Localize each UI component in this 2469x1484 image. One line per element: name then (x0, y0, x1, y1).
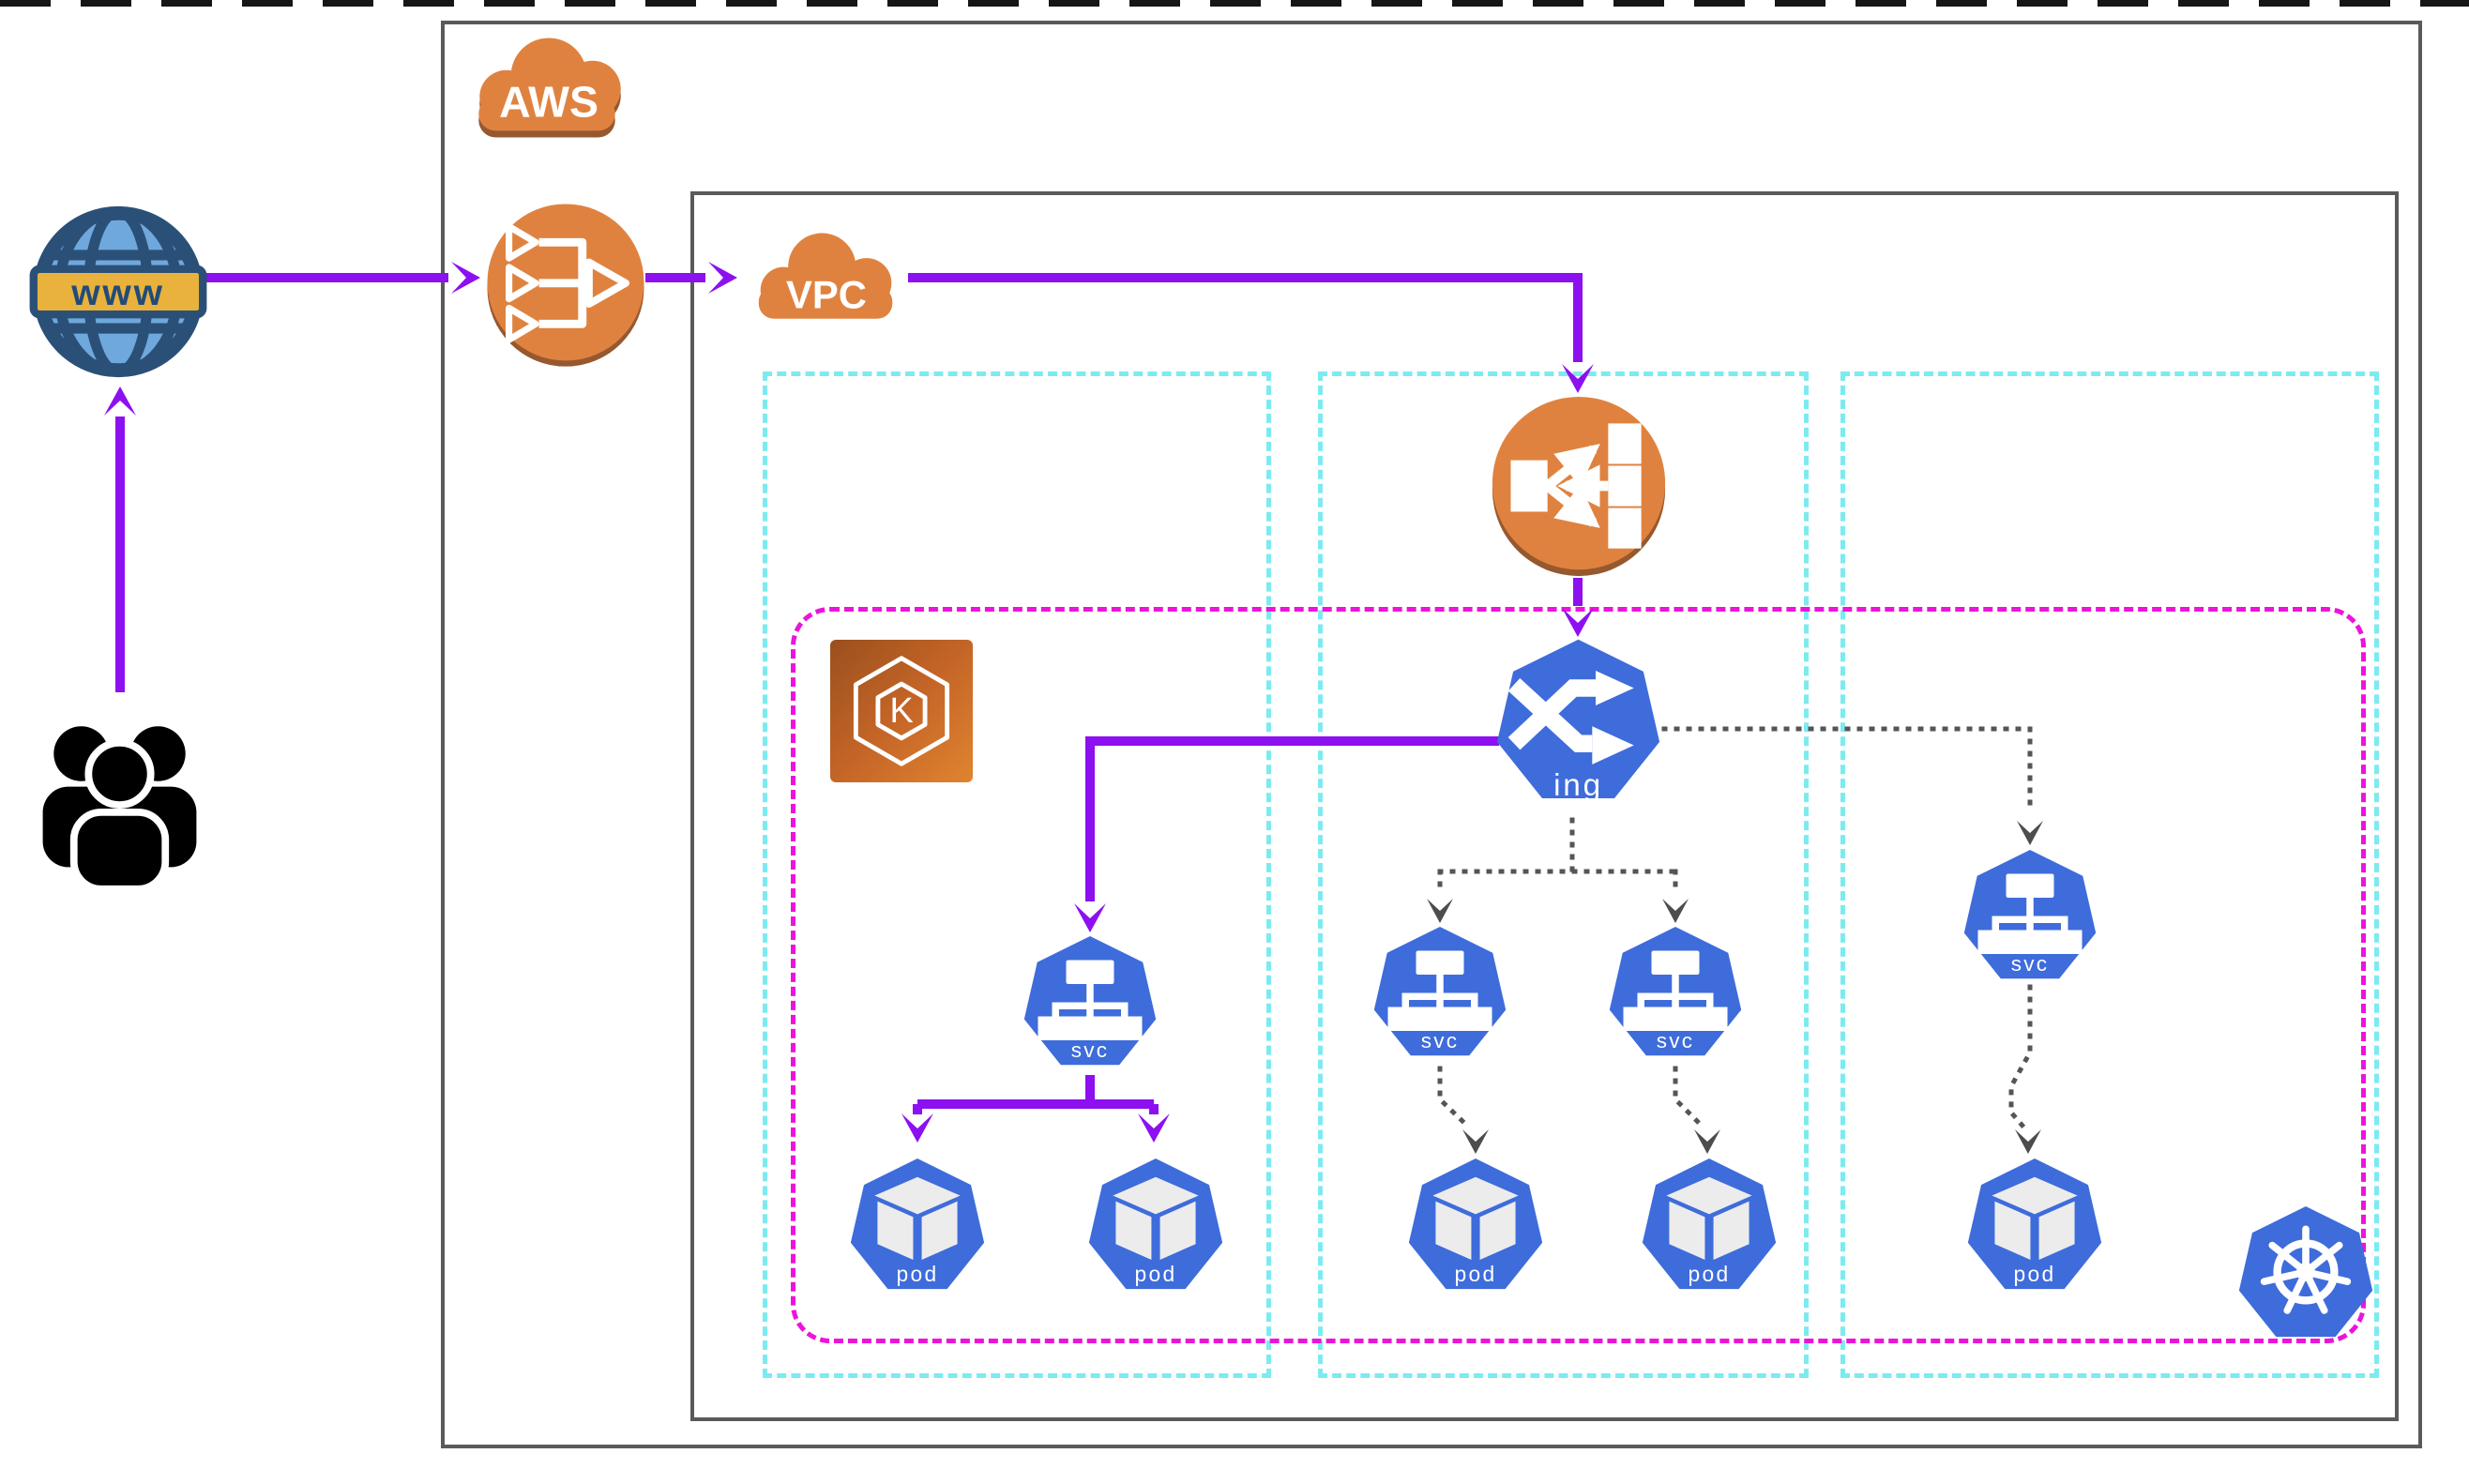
vpc-label: VPC (786, 272, 867, 316)
pod-label: pod (1135, 1262, 1177, 1286)
service-label: svc (1657, 1029, 1695, 1052)
service-label: svc (2011, 952, 2050, 976)
arrow-www-to-gateway (192, 262, 480, 294)
service-label: svc (1071, 1038, 1110, 1062)
k8s-service-node-4: svc (1963, 850, 2097, 979)
aws-label: AWS (499, 77, 598, 126)
elastic-load-balancer-icon (1492, 396, 1666, 577)
top-dashed-border (0, 0, 2469, 7)
pod-label: pod (897, 1262, 939, 1286)
pod-label: pod (1455, 1262, 1497, 1286)
k8s-service-node-2: svc (1373, 927, 1507, 1056)
eks-hexagon-glyph: K (853, 656, 950, 766)
k8s-pod-node-3: pod (1408, 1158, 1543, 1290)
kubernetes-helm-wheel-icon (2238, 1206, 2373, 1338)
k8s-pod-node-4: pod (1642, 1158, 1777, 1290)
aws-boundary-box (441, 21, 2422, 1448)
pod-label: pod (1689, 1262, 1731, 1286)
globe-www-icon: www (29, 205, 207, 378)
k8s-service-node-3: svc (1609, 927, 1742, 1056)
merge-arrows-gateway-icon (487, 204, 644, 367)
k8s-ingress-node: ing (1496, 639, 1660, 803)
k8s-pod-node-1: pod (850, 1158, 985, 1290)
users-group-icon (42, 726, 197, 893)
eks-k-letter: K (889, 691, 913, 731)
vpc-boundary-box (690, 191, 2399, 1421)
eks-hexagon-icon: K (830, 640, 973, 782)
www-label: www (70, 273, 165, 313)
subnet-box-3 (1840, 371, 2379, 1378)
vpc-cloud-icon: VPC (758, 233, 893, 319)
ingress-label: ing (1553, 768, 1603, 803)
pod-label: pod (2014, 1262, 2056, 1286)
k8s-pod-node-5: pod (1967, 1158, 2102, 1290)
k8s-pod-node-2: pod (1088, 1158, 1223, 1290)
k8s-service-node-1: svc (1023, 936, 1157, 1066)
service-label: svc (1421, 1029, 1460, 1052)
aws-cloud-icon: AWS (478, 38, 621, 138)
arrow-users-to-www (104, 386, 136, 692)
